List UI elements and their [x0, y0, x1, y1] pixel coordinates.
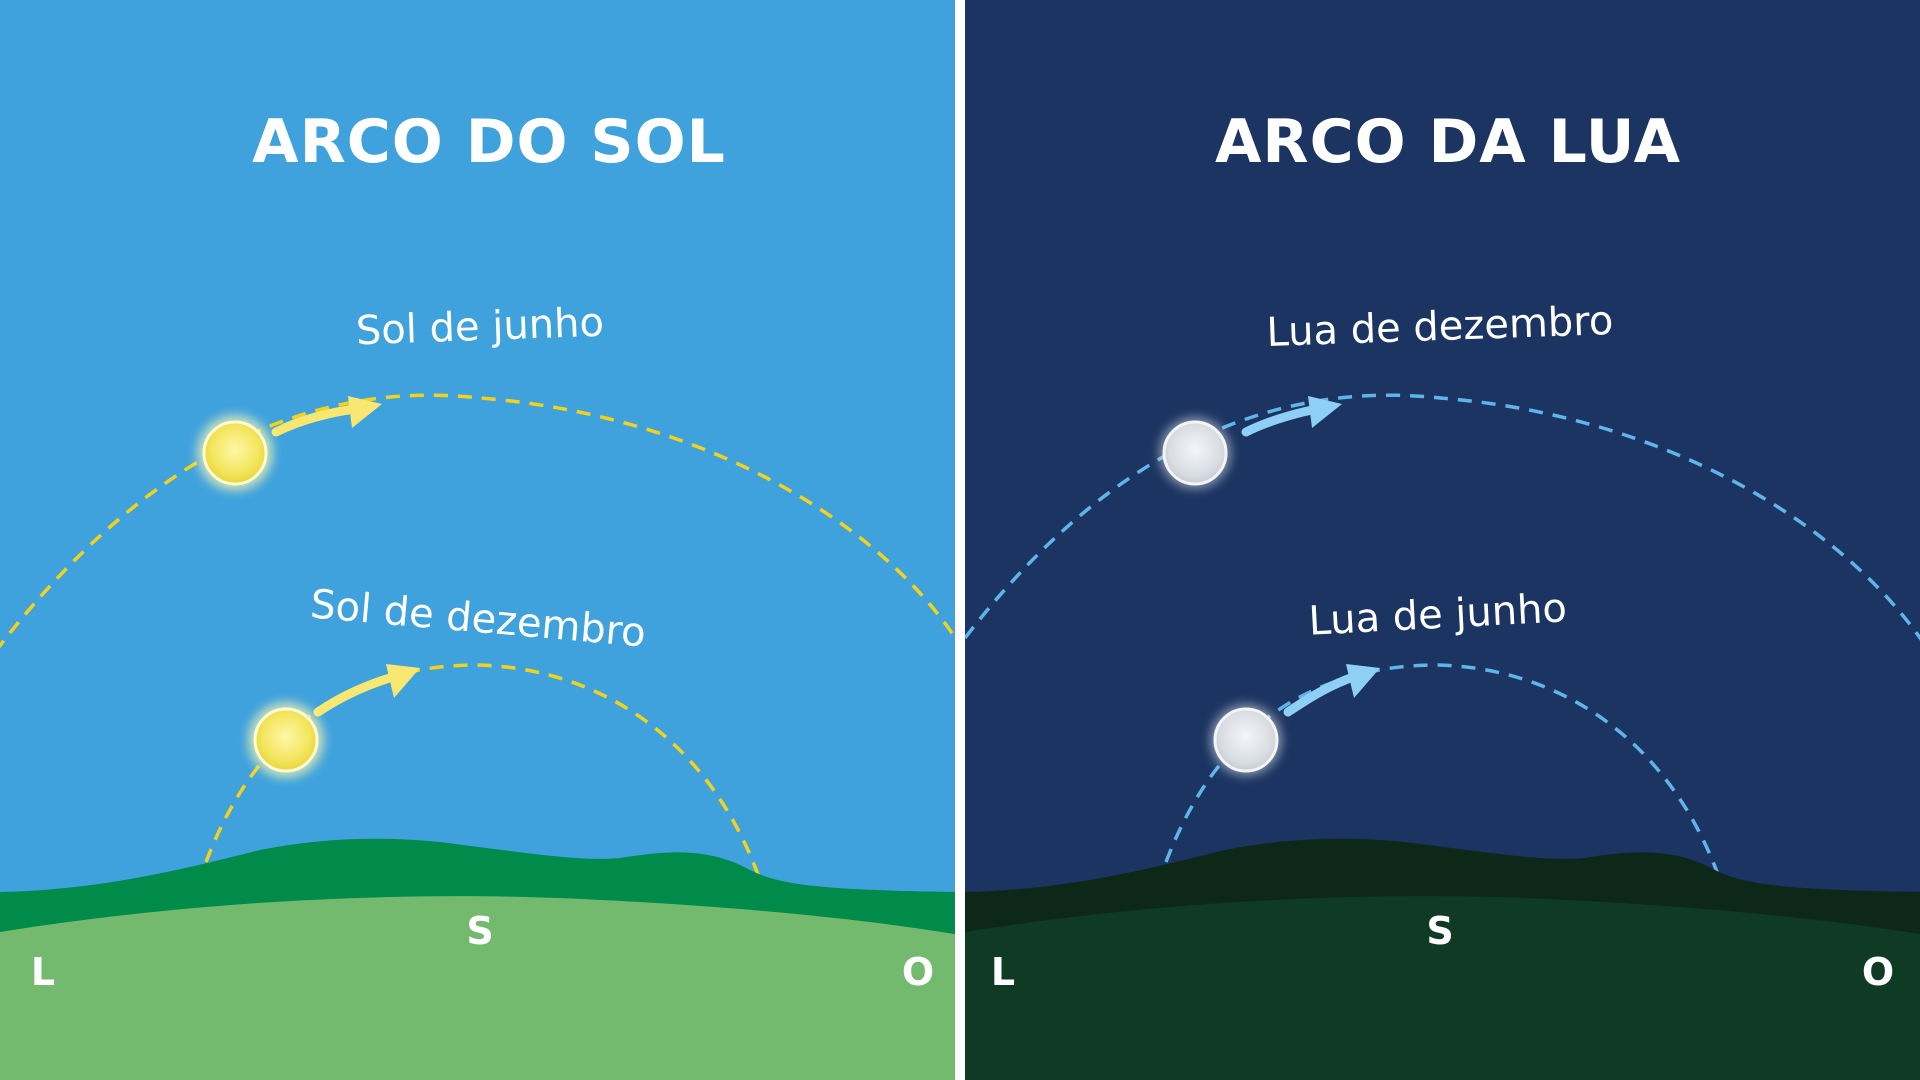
- moon-low-arc-arrow: [1283, 664, 1380, 717]
- moon-direction-east: L: [991, 950, 1015, 994]
- moon-ground: [965, 896, 1920, 1080]
- sun-low-arc-arrow: [313, 664, 420, 717]
- moon-icon: [1210, 704, 1282, 776]
- sun-icon: [197, 415, 273, 491]
- sun-ground: [0, 896, 955, 1080]
- sun-panel: ARCO DO SOL Sol de junho Sol de dezembro: [0, 0, 955, 1080]
- moon-panel-title: ARCO DA LUA: [1215, 107, 1681, 177]
- sun-panel-title: ARCO DO SOL: [252, 107, 726, 177]
- moon-high-arc-arrow: [1241, 396, 1342, 437]
- sun-high-arc-path: [0, 393, 955, 649]
- sun-direction-south: S: [466, 909, 493, 953]
- moon-direction-west: O: [1862, 950, 1894, 994]
- moon-high-arc-path: [965, 393, 1920, 642]
- sun-direction-east: L: [31, 950, 55, 994]
- moon-panel: ARCO DA LUA Lua de dezembro Lua de junho…: [965, 0, 1920, 1080]
- sun-direction-west: O: [902, 950, 934, 994]
- panel-divider: [955, 0, 965, 1080]
- sun-high-arc-arrow: [271, 396, 382, 437]
- sun-high-arc-label: Sol de junho: [355, 300, 605, 355]
- moon-direction-south: S: [1426, 909, 1453, 953]
- moon-icon: [1159, 417, 1231, 489]
- sun-icon: [248, 702, 324, 778]
